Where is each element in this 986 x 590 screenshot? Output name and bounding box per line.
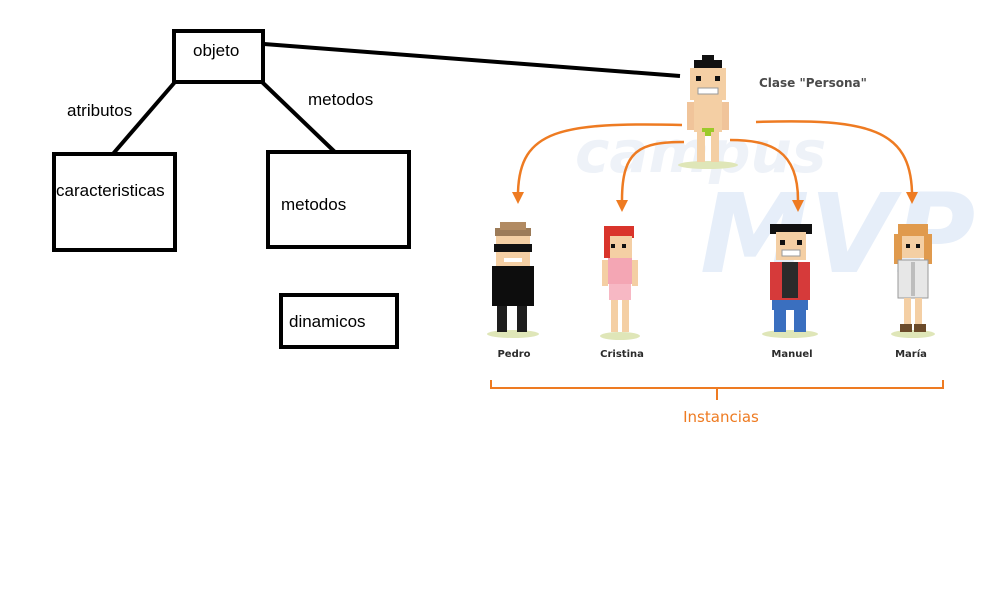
manuel-figure (762, 224, 818, 338)
persona-class-figure (678, 55, 738, 169)
edge-objeto-caracteristicas (110, 80, 177, 157)
atributos-edge-label: atributos (67, 101, 133, 120)
pedro-figure (487, 222, 539, 338)
objeto-label: objeto (193, 41, 240, 60)
instance-name-pedro: Pedro (497, 349, 531, 360)
arrow-maria (755, 120, 914, 193)
instance-name-manuel: Manuel (771, 349, 813, 360)
metodos-edge-label: metodos (308, 90, 374, 109)
arrow-pedro (516, 123, 683, 193)
objeto-node: objeto (172, 29, 265, 84)
metodos-node: metodos (266, 150, 411, 249)
instancias-label: Instancias (683, 408, 759, 426)
caracteristicas-node: caracteristicas (52, 152, 177, 252)
persona-class-label: Clase "Persona" (759, 76, 867, 90)
instance-name-cristina: Cristina (600, 349, 644, 360)
metodos-node-label: metodos (281, 195, 347, 214)
arrow-manuel (729, 138, 800, 201)
instancias-bracket (490, 380, 944, 400)
maria-figure (891, 224, 935, 338)
edge-objeto-metodos (260, 80, 340, 157)
dinamicos-label: dinamicos (289, 312, 366, 331)
arrow-cristina (620, 140, 685, 201)
instance-name-maria: María (895, 349, 927, 360)
cristina-figure (600, 226, 640, 340)
caracteristicas-label: caracteristicas (56, 181, 165, 200)
dinamicos-node: dinamicos (279, 293, 399, 349)
instance-arrows (516, 120, 914, 201)
edge-objeto-persona (263, 42, 681, 78)
arrow-heads (512, 192, 918, 212)
